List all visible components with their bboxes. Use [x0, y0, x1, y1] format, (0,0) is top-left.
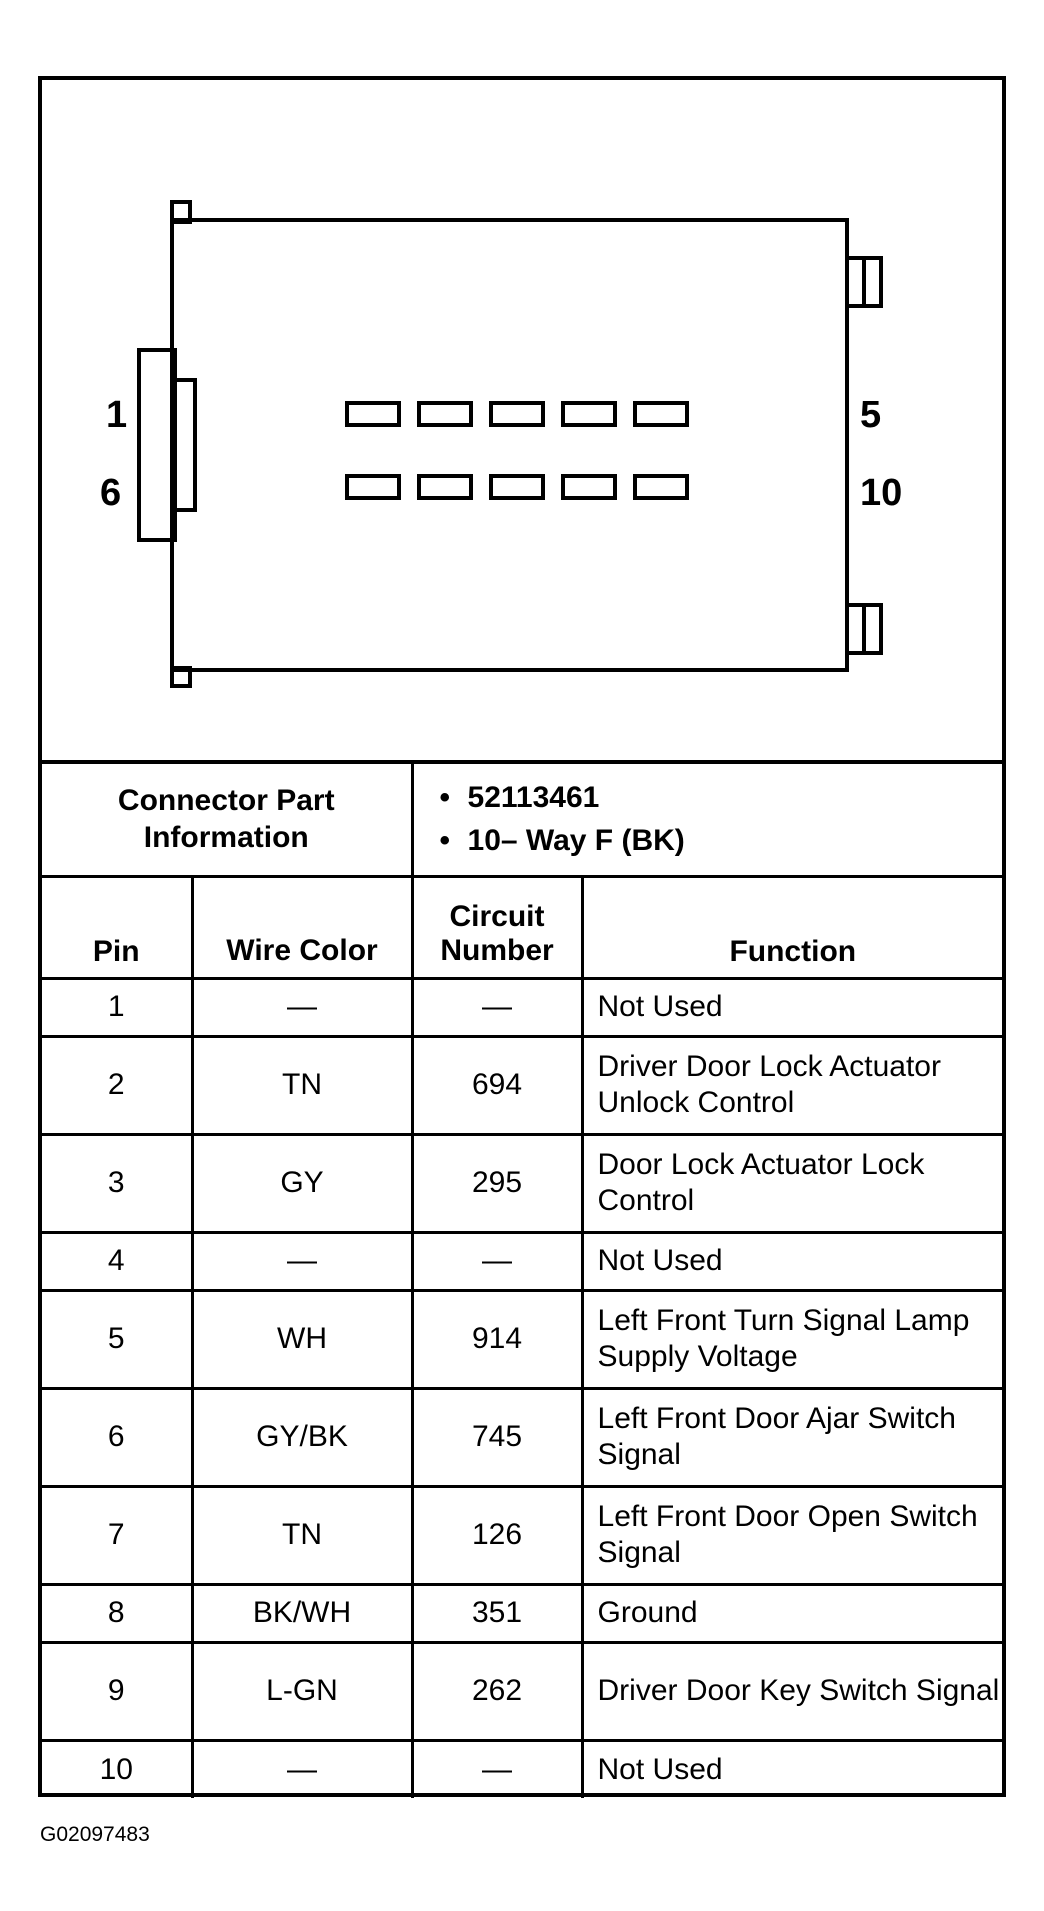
info-values: 52113461 10– Way F (BK) — [410, 764, 1003, 878]
pin-cell: 9 — [42, 1640, 194, 1742]
pin-cell: 4 — [42, 1230, 194, 1292]
wire-color-cell: — — [190, 978, 414, 1038]
circuit-cell: 262 — [410, 1640, 584, 1742]
circuit-cell: 126 — [410, 1484, 584, 1586]
pin-cavity — [417, 474, 473, 500]
table-row: 4——Not Used — [42, 1230, 1003, 1292]
circuit-cell: 351 — [410, 1582, 584, 1644]
header-function: Function — [580, 874, 1003, 980]
header-pin: Pin — [42, 874, 194, 980]
pin-cavity — [345, 474, 401, 500]
function-cell: Not Used — [580, 1738, 1003, 1798]
pin-cell: 10 — [42, 1738, 194, 1798]
pin-label-10: 10 — [860, 472, 903, 514]
table-row: 1——Not Used — [42, 978, 1003, 1038]
figure-id: G02097483 — [40, 1823, 150, 1846]
function-cell: Door Lock Actuator Lock Control — [580, 1132, 1003, 1234]
header-row: Pin Wire Color Circuit Number Function — [42, 874, 1003, 980]
wire-color-cell: L-GN — [190, 1640, 414, 1742]
function-cell: Driver Door Lock Actuator Unlock Control — [580, 1034, 1003, 1136]
pin-table: Connector Part Information 52113461 10– … — [42, 764, 1003, 1798]
wire-color-cell: GY/BK — [190, 1386, 414, 1488]
info-row: Connector Part Information 52113461 10– … — [42, 764, 1003, 878]
header-wire-color: Wire Color — [190, 874, 414, 980]
info-label: Connector Part Information — [42, 764, 414, 878]
wire-color-cell: — — [190, 1230, 414, 1292]
circuit-cell: 745 — [410, 1386, 584, 1488]
table-row: 10——Not Used — [42, 1738, 1003, 1798]
wire-color-cell: TN — [190, 1484, 414, 1586]
pin-cavity — [417, 401, 473, 427]
pin-cell: 5 — [42, 1288, 194, 1390]
connector-face-drawing — [137, 200, 883, 688]
function-cell: Not Used — [580, 1230, 1003, 1292]
function-cell: Not Used — [580, 978, 1003, 1038]
bottom-latch — [170, 666, 192, 688]
pin-cavity — [345, 401, 401, 427]
wire-color-cell: GY — [190, 1132, 414, 1234]
part-number: 52113461 — [468, 776, 1003, 820]
pin-label-6: 6 — [100, 472, 122, 514]
wire-color-cell: TN — [190, 1034, 414, 1136]
function-cell: Ground — [580, 1582, 1003, 1644]
wire-color-cell: — — [190, 1738, 414, 1798]
pin-cell: 7 — [42, 1484, 194, 1586]
header-circuit-number: Circuit Number — [410, 874, 584, 980]
pin-label-5: 5 — [860, 394, 882, 436]
circuit-cell: — — [410, 1738, 584, 1798]
pin-cell: 1 — [42, 978, 194, 1038]
pin-cavity — [633, 474, 689, 500]
pin-label-1: 1 — [106, 394, 128, 436]
connector-sheet: 1 6 5 10 Connector Part Information 5211… — [38, 76, 1006, 1798]
side-lock-tab-inner — [173, 378, 197, 512]
circuit-cell: 295 — [410, 1132, 584, 1234]
pin-cavity — [489, 401, 545, 427]
connector-description: 10– Way F (BK) — [468, 819, 1003, 863]
wire-color-cell: BK/WH — [190, 1582, 414, 1644]
circuit-cell: — — [410, 1230, 584, 1292]
side-lock-tab-outer — [137, 348, 177, 542]
pin-cavity — [561, 401, 617, 427]
pin-cavity — [561, 474, 617, 500]
connector-diagram: 1 6 5 10 — [42, 80, 1002, 764]
pin-cell: 6 — [42, 1386, 194, 1488]
connector-body — [170, 218, 849, 672]
circuit-cell: 914 — [410, 1288, 584, 1390]
circuit-cell: — — [410, 978, 584, 1038]
function-cell: Left Front Door Open Switch Signal — [580, 1484, 1003, 1586]
wire-color-cell: WH — [190, 1288, 414, 1390]
pin-cavity — [633, 401, 689, 427]
pin-cell: 3 — [42, 1132, 194, 1234]
function-cell: Left Front Door Ajar Switch Signal — [580, 1386, 1003, 1488]
function-cell: Left Front Turn Signal Lamp Supply Volta… — [580, 1288, 1003, 1390]
pin-cell: 8 — [42, 1582, 194, 1644]
circuit-cell: 694 — [410, 1034, 584, 1136]
pin-cell: 2 — [42, 1034, 194, 1136]
function-cell: Driver Door Key Switch Signal — [580, 1640, 1003, 1742]
top-latch — [170, 200, 192, 224]
pin-cavity — [489, 474, 545, 500]
